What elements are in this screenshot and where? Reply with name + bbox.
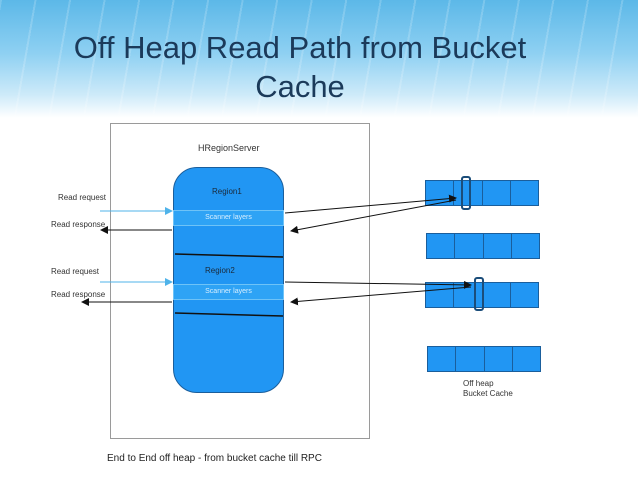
regions-container (173, 167, 284, 393)
cache-cell (428, 347, 457, 371)
region1-label: Region1 (212, 187, 242, 196)
cache-cell (482, 283, 511, 307)
cache-cell-highlight-1 (461, 176, 471, 210)
cache-cell (455, 234, 484, 258)
region-divider (174, 253, 284, 258)
bucket-cache-label: Off heap Bucket Cache (463, 379, 513, 399)
cache-cell (482, 181, 511, 205)
read-request-label-2: Read request (51, 267, 100, 276)
cache-cell (511, 234, 539, 258)
bucket-cache-label-line1: Off heap (463, 379, 494, 388)
cache-cell (483, 234, 512, 258)
cache-to-region1-arrow (290, 199, 457, 234)
region2-scanner-layers: Scanner layers (173, 284, 284, 300)
cache-cell (510, 283, 538, 307)
region1-scanner-layers: Scanner layers (173, 210, 284, 226)
scanner1-to-cache-arrow (284, 194, 457, 214)
cache-to-region2-arrow (290, 286, 472, 306)
cache-cell-highlight-2 (474, 277, 484, 311)
bucket-cache-label-line2: Bucket Cache (463, 389, 513, 398)
read-response-label-2: Read response (51, 290, 106, 299)
cache-block-4 (427, 346, 541, 372)
region2-label: Region2 (205, 266, 235, 275)
scanner2-to-cache-arrow (284, 280, 472, 289)
read-response-label-1: Read response (51, 220, 106, 229)
region-divider (174, 312, 284, 317)
title-banner (0, 0, 638, 118)
read-request-label-1: Read request (58, 193, 107, 202)
cache-cell (427, 234, 456, 258)
region-server-label: HRegionServer (198, 143, 260, 153)
cache-cell (426, 283, 455, 307)
cache-block-1 (425, 180, 539, 206)
cache-cell (454, 181, 483, 205)
cache-cell (510, 181, 538, 205)
cache-block-2 (426, 233, 540, 259)
cache-cell (484, 347, 513, 371)
diagram-caption: End to End off heap - from bucket cache … (107, 453, 322, 464)
cache-cell (456, 347, 485, 371)
slide-title: Off Heap Read Path from Bucket Cache (73, 30, 527, 104)
cache-cell (512, 347, 540, 371)
